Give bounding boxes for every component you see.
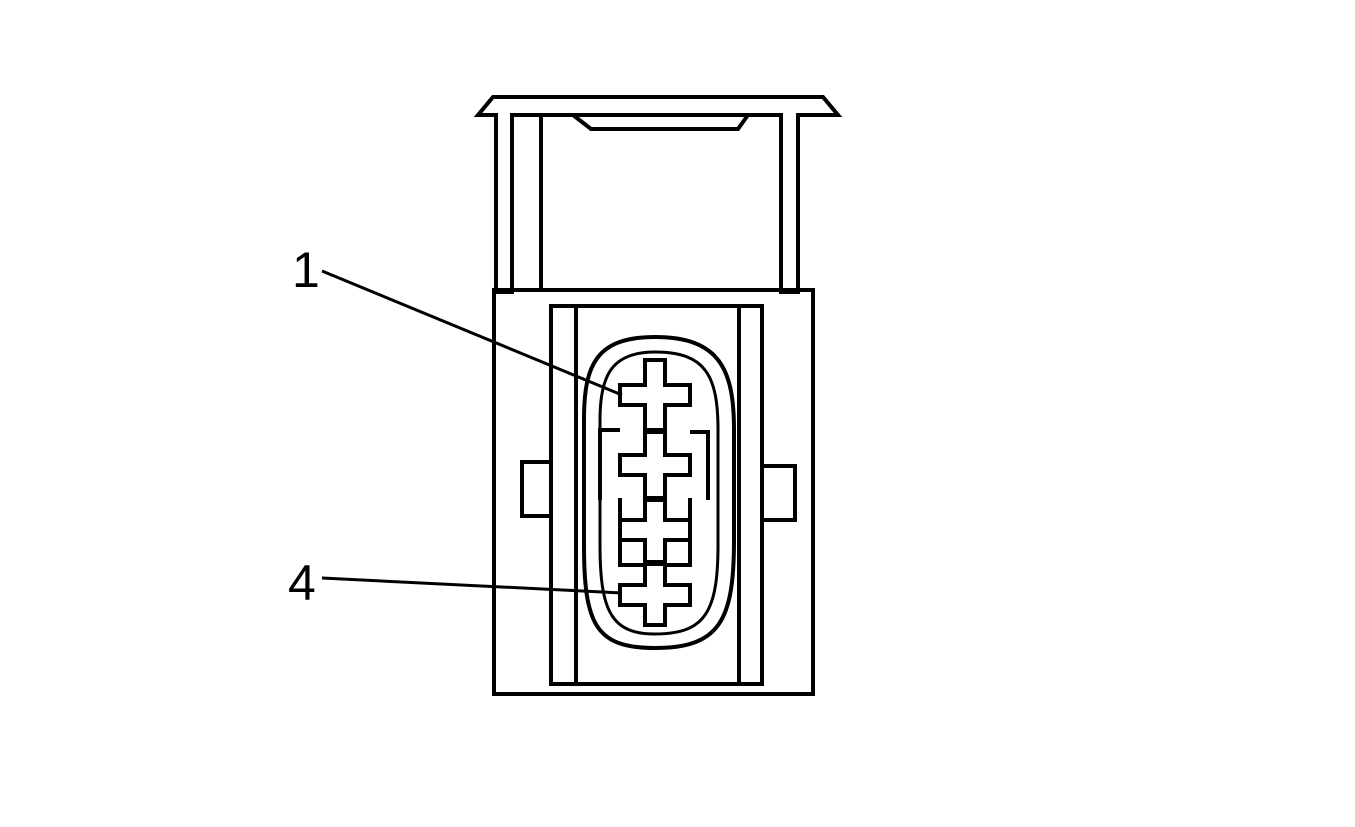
terminal-cavities	[598, 358, 710, 627]
callout-4-leader	[321, 576, 623, 595]
terminal-cavity-2	[598, 428, 710, 500]
connector-latch	[473, 95, 843, 294]
terminal-cavity-3	[618, 498, 692, 564]
callout-1-leader	[321, 269, 623, 397]
callout-4-label: 4	[288, 555, 316, 611]
right-lock-tab	[762, 464, 797, 522]
callout-1-label: 1	[292, 242, 320, 298]
terminal-cavity-1	[618, 358, 692, 432]
left-lock-tab	[520, 460, 551, 518]
terminal-cavity-4	[618, 540, 692, 627]
terminal-cavity-seal	[582, 334, 736, 651]
connector-body	[492, 288, 815, 696]
